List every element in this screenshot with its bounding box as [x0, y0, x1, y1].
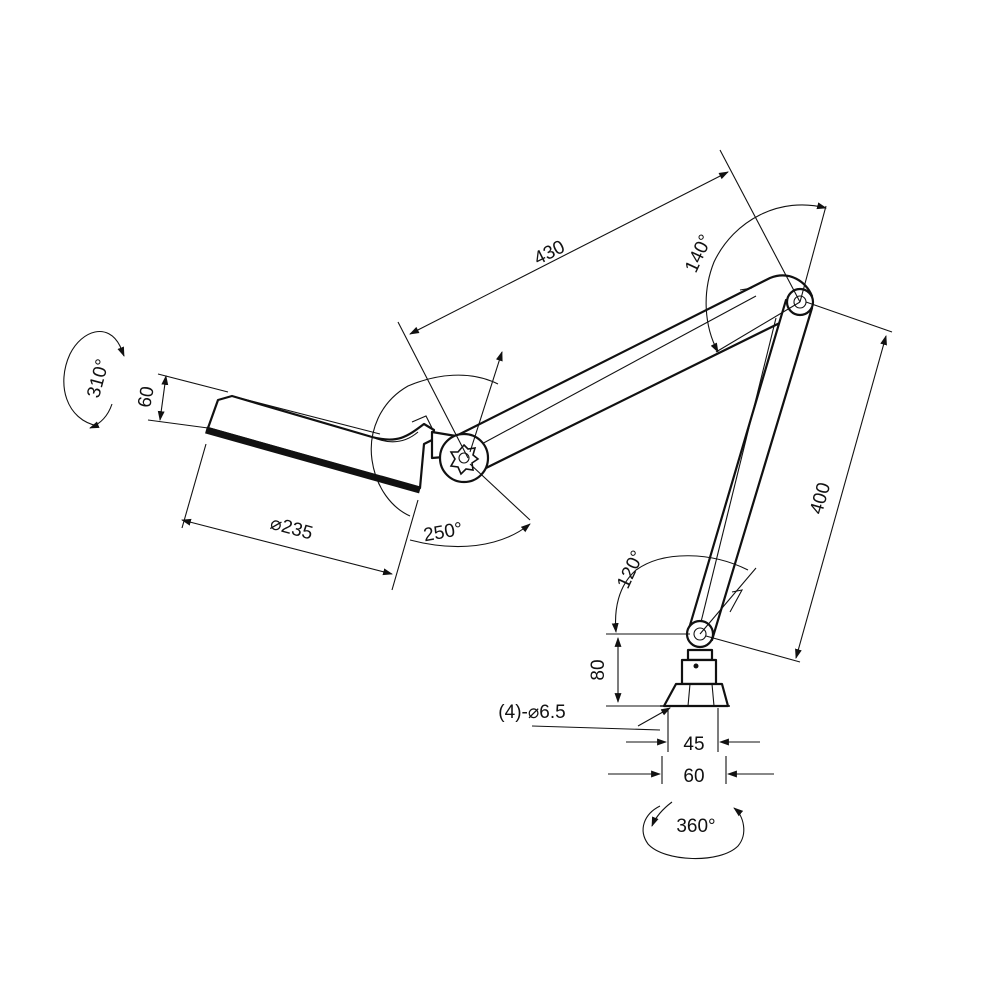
dim-60-base-label: 60: [683, 766, 704, 787]
dim-head-height-60: 60: [134, 373, 229, 429]
dim-base-45: 45: [626, 708, 760, 755]
angle-base-rotation-360: 360°: [642, 801, 745, 860]
dim-45-label: 45: [683, 734, 704, 755]
dim-60-head-label: 60: [134, 385, 158, 409]
dim-400-label: 400: [806, 480, 835, 516]
angle-310-label: 310°: [83, 357, 113, 400]
mount-holes-label: (4)-⌀6.5: [498, 702, 565, 723]
dim-base-height-80: 80: [588, 633, 690, 707]
dim-80-label: 80: [588, 659, 609, 680]
dim-235-label: ⌀235: [268, 513, 315, 544]
angle-250-label: 250°: [422, 519, 464, 547]
lamp-head: [205, 394, 436, 494]
dim-base-60: 60: [608, 756, 774, 787]
angle-360-label: 360°: [676, 816, 715, 837]
dim-mount-holes: (4)-⌀6.5: [498, 702, 671, 731]
dim-430-label: 430: [531, 237, 569, 270]
base-mount: [660, 648, 730, 708]
angle-120-label: 120°: [613, 547, 649, 592]
angle-head-rotation-310: 310°: [63, 331, 125, 429]
